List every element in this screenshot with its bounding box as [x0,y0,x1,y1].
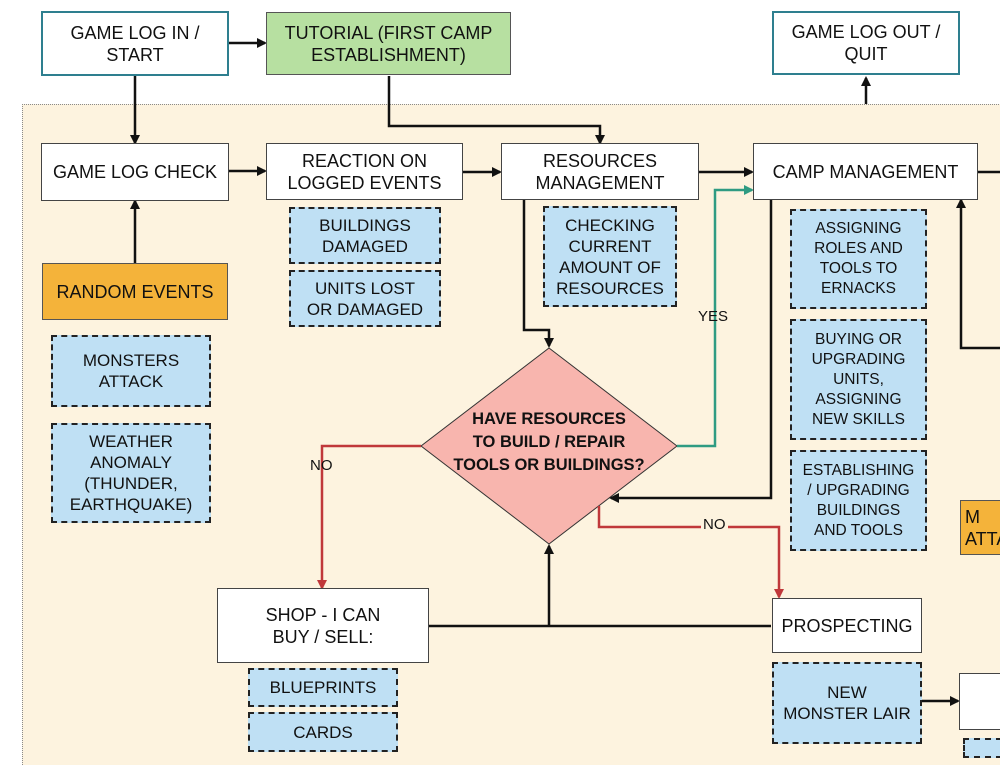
note-blueprints: BLUEPRINTS [248,668,398,707]
right-partial-node [959,673,1000,730]
arrow-tutorial-to-resources [387,76,605,145]
reaction-node: REACTION ON LOGGED EVENTS [266,143,463,200]
arrow-shop-to-decision [429,546,771,628]
decision-text: HAVE RESOURCES TO BUILD / REPAIR TOOLS O… [453,410,645,474]
tutorial-node: TUTORIAL (FIRST CAMP ESTABLISHMENT) [266,12,511,75]
right-attack-node: M ATTA [960,500,1000,555]
shop-node: SHOP - I CAN BUY / SELL: [217,588,429,663]
label-yes: YES [698,308,729,325]
game-log-check-node: GAME LOG CHECK [41,143,229,201]
note-monsters-attack: MONSTERS ATTACK [51,335,211,407]
arrow-no-left [317,444,421,590]
note-weather-anomaly: WEATHER ANOMALY (THUNDER, EARTHQUAKE) [51,423,211,523]
note-buying-upgrading: BUYING OR UPGRADING UNITS, ASSIGNING NEW… [790,319,927,440]
label-no-left: NO [310,457,333,474]
arrow-yes [677,185,754,448]
camp-management-node: CAMP MANAGEMENT [753,143,978,200]
arrow-right-loop-to-camp [956,198,1000,350]
prospecting-node: PROSPECTING [772,598,922,653]
resources-management-node: RESOURCES MANAGEMENT [501,143,699,200]
note-cards: CARDS [248,712,398,752]
note-new-monster-lair: NEW MONSTER LAIR [772,662,922,744]
label-no-bottom: NO [701,516,728,533]
arrow-resources-to-decision [522,200,554,348]
note-buildings-damaged: BUILDINGS DAMAGED [289,207,441,264]
login-start-node: GAME LOG IN / START [41,11,229,76]
note-establishing: ESTABLISHING / UPGRADING BUILDINGS AND T… [790,450,927,551]
note-units-lost: UNITS LOST OR DAMAGED [289,270,441,327]
right-partial-note [963,738,1000,758]
note-assigning-roles: ASSIGNING ROLES AND TOOLS TO ERNACKS [790,209,927,309]
note-checking-resources: CHECKING CURRENT AMOUNT OF RESOURCES [543,206,677,307]
arrow-no-bottom [597,506,784,599]
arrow-camp-to-decision [609,200,773,503]
random-events-node: RANDOM EVENTS [42,263,228,320]
logout-node: GAME LOG OUT / QUIT [772,11,960,75]
